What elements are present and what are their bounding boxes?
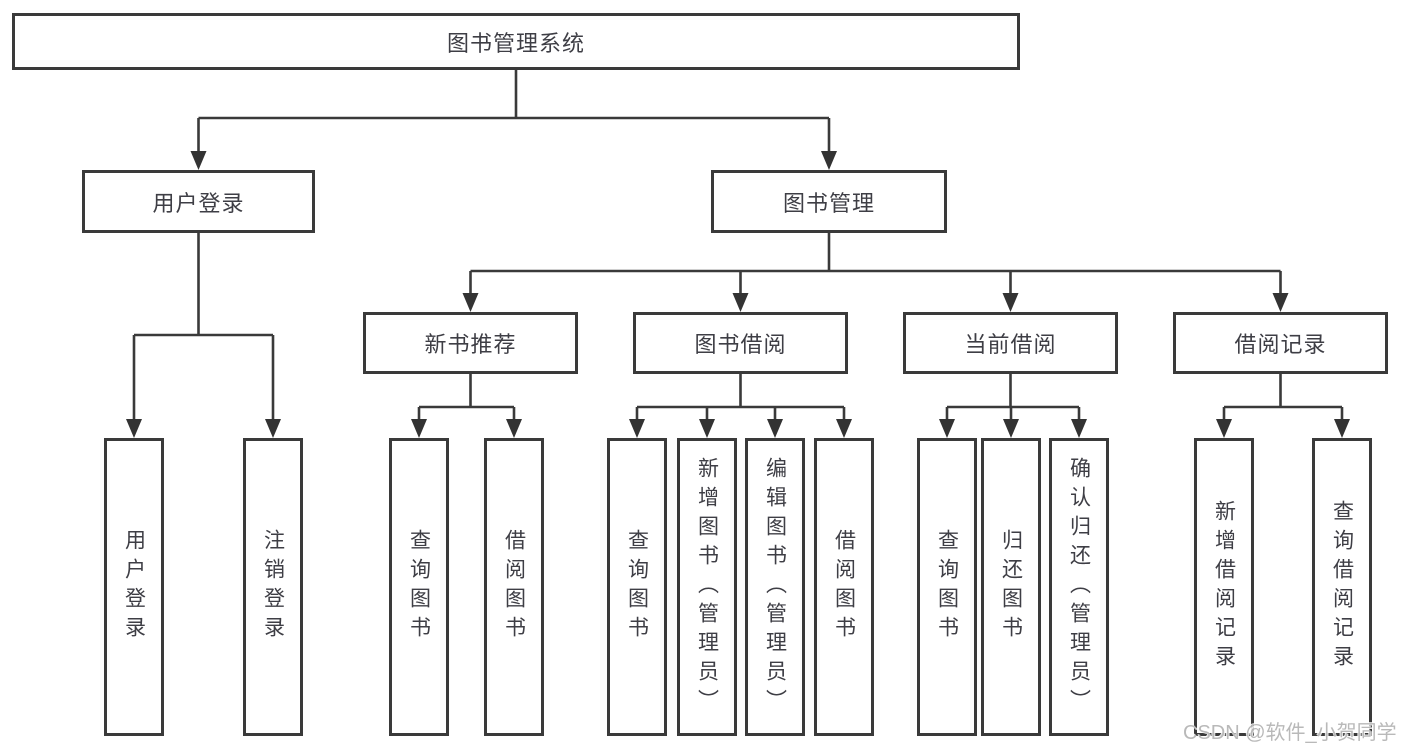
node-user-login-label: 用户登录 [152,190,245,216]
node-book-management-label: 图书管理 [782,190,875,216]
leaf-logout: 注销登录 [243,438,303,736]
node-book-management: 图书管理 [711,170,947,233]
connector-bookmgmt-to-level3 [462,233,1289,312]
leaf-borrow-books-label: 借阅图书 [832,529,856,645]
leaf-confirm-return-admin-label: 确认归还（管理员） [1067,456,1091,718]
node-borrow-record-label: 借阅记录 [1234,332,1327,357]
leaf-add-borrow-record: 新增借阅记录 [1194,438,1254,736]
leaf-user-login: 用户登录 [104,438,164,736]
leaf-borrow-books-recommend-label: 借阅图书 [502,529,526,645]
node-new-book-recommend-label: 新书推荐 [424,332,517,357]
leaf-logout-label: 注销登录 [261,529,285,645]
leaf-query-books-current: 查询图书 [917,438,977,736]
leaf-return-books: 归还图书 [981,438,1041,736]
node-current-borrow: 当前借阅 [903,312,1118,374]
csdn-watermark: CSDN @软件_小贺同学 [1183,722,1397,744]
leaf-query-books-current-label: 查询图书 [935,529,959,645]
leaf-query-books-recommend-label: 查询图书 [407,529,431,645]
leaf-edit-books-admin: 编辑图书（管理员） [745,438,805,736]
node-library-system: 图书管理系统 [12,13,1020,70]
connector-currentborrow-to-leaves [939,374,1087,438]
node-current-borrow-label: 当前借阅 [964,332,1057,357]
leaf-add-borrow-record-label: 新增借阅记录 [1212,500,1236,674]
leaf-query-books-recommend: 查询图书 [389,438,449,736]
leaf-borrow-books: 借阅图书 [814,438,874,736]
node-book-borrow: 图书借阅 [633,312,848,374]
leaf-borrow-books-recommend: 借阅图书 [484,438,544,736]
leaf-query-books-borrow-label: 查询图书 [625,529,649,645]
node-book-borrow-label: 图书借阅 [694,332,787,357]
connector-borrowrecord-to-leaves [1216,374,1350,438]
leaf-query-books-borrow: 查询图书 [607,438,667,736]
leaf-edit-books-admin-label: 编辑图书（管理员） [763,456,787,718]
connector-root-to-level2 [190,69,837,170]
node-user-login: 用户登录 [82,170,315,233]
node-new-book-recommend: 新书推荐 [363,312,578,374]
leaf-user-login-label: 用户登录 [122,529,146,645]
node-borrow-record: 借阅记录 [1173,312,1388,374]
connector-bookborrow-to-leaves [629,374,852,438]
node-library-system-label: 图书管理系统 [446,30,585,56]
connector-newbook-to-leaves [411,374,522,438]
leaf-query-borrow-record: 查询借阅记录 [1312,438,1372,736]
leaf-return-books-label: 归还图书 [999,529,1023,645]
leaf-add-books-admin-label: 新增图书（管理员） [695,456,719,718]
connector-userlogin-to-leaves [126,233,281,438]
leaf-add-books-admin: 新增图书（管理员） [677,438,737,736]
leaf-confirm-return-admin: 确认归还（管理员） [1049,438,1109,736]
leaf-query-borrow-record-label: 查询借阅记录 [1330,500,1354,674]
